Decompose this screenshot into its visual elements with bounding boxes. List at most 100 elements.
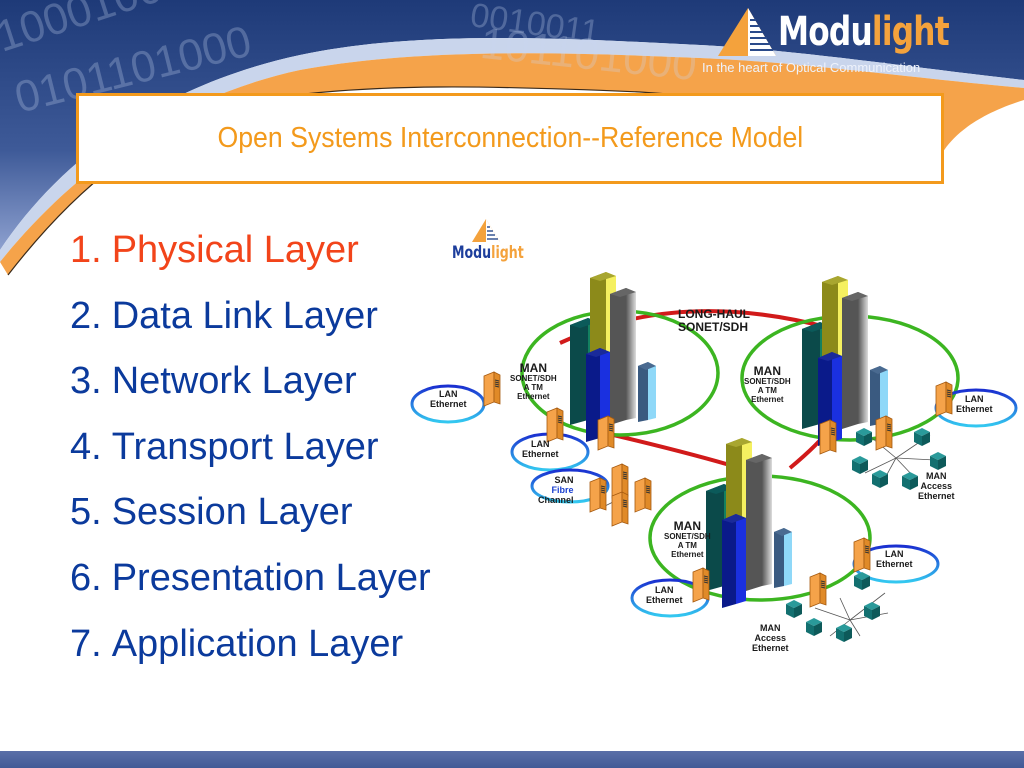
pyramid-logo-icon [472, 219, 500, 242]
server-icon [546, 407, 564, 443]
label-line: SONET/SDH [744, 377, 791, 387]
label-line: Ethernet [517, 391, 550, 401]
server-icon [935, 381, 953, 417]
label-line: MAN [673, 519, 701, 533]
label-line: LAN [531, 439, 550, 449]
label-line: A TM [677, 540, 697, 550]
brand-name-part1: Modu [778, 9, 873, 55]
label-line: LAN [655, 585, 674, 595]
pyramid-logo-icon [718, 8, 776, 56]
access-node-icon [854, 572, 870, 590]
access-node-icon [786, 600, 802, 618]
lan-right-label: LAN Ethernet [956, 394, 993, 415]
label-line: Channel [538, 494, 574, 505]
label-line: Ethernet [646, 594, 683, 605]
label-line: Ethernet [918, 490, 955, 501]
label-line: Ethernet [876, 558, 913, 569]
label-line: Access [754, 632, 787, 643]
man-right-label: MAN SONET/SDH A TM Ethernet [744, 364, 791, 405]
label-line: Ethernet [752, 642, 789, 653]
lan-bottom-right-label: LAN Ethernet [876, 549, 913, 570]
server-icon [483, 371, 501, 407]
network-diagram: LONG-HAUL SONET/SDH MAN SONET/SDH A TM E… [410, 268, 1024, 668]
building-cluster [570, 272, 656, 442]
brand-logo: Modulight [716, 6, 956, 58]
label-line: MAN [753, 364, 781, 378]
layer-label: Application Layer [111, 622, 404, 665]
inline-logo: Modulight [448, 218, 524, 266]
label-line: LONG-HAUL [678, 307, 750, 321]
layer-label: Network Layer [111, 360, 357, 403]
slide-title-box: Open Systems Interconnection--Reference … [76, 93, 944, 184]
brand-name: Modulight [778, 9, 950, 55]
server-icon [634, 477, 652, 513]
layer-label: Transport Layer [111, 425, 379, 468]
label-line: LAN [965, 394, 984, 404]
layer-item: 7.Application Layer [70, 612, 431, 678]
server-icon [589, 477, 607, 513]
layer-label: Physical Layer [111, 229, 359, 271]
layer-number: 7. [70, 622, 102, 665]
label-line: MAN [926, 471, 947, 481]
layer-number: 6. [70, 556, 102, 599]
layer-item: 6.Presentation Layer [70, 546, 431, 612]
server-icon [597, 415, 615, 451]
lan-left-label: LAN Ethernet [430, 389, 467, 410]
label-line: Fibre [551, 484, 574, 495]
access-node-icon [856, 428, 872, 446]
access-bottom-label: MAN Access Ethernet [752, 623, 789, 654]
san-ring [530, 468, 610, 504]
building-cluster [802, 276, 888, 446]
label-line: A TM [757, 385, 777, 395]
inline-logo-part1: Modu [452, 243, 492, 263]
long-haul-link [604, 431, 741, 470]
long-haul-label: LONG-HAUL SONET/SDH [678, 307, 750, 334]
access-node-icon [930, 452, 946, 470]
label-line: MAN [760, 623, 781, 633]
access-node-icon [914, 428, 930, 446]
label-line: Ethernet [956, 403, 993, 414]
label-line: SAN [554, 475, 574, 485]
label-line: SONET/SDH [510, 374, 557, 384]
access-node-icon [836, 624, 852, 642]
man-left-label: MAN SONET/SDH A TM Ethernet [510, 361, 557, 402]
layer-item: 1.Physical Layer [70, 218, 431, 284]
label-line: LAN [885, 549, 904, 559]
osi-layer-list: 1.Physical Layer 2.Data Link Layer 3.Net… [70, 218, 431, 677]
server-icon [611, 491, 629, 527]
slide-title: Open Systems Interconnection--Reference … [217, 122, 803, 154]
layer-label: Presentation Layer [111, 556, 431, 599]
label-line: LAN [439, 389, 458, 399]
man-bottom-label: MAN SONET/SDH A TM Ethernet [664, 519, 711, 560]
label-line: A TM [523, 382, 543, 392]
access-node-icon [902, 472, 918, 490]
layer-number: 1. [70, 229, 102, 271]
label-line: Ethernet [671, 549, 704, 559]
access-node-icon [806, 618, 822, 636]
label-line: MAN [519, 361, 547, 375]
san-label: SAN Fibre Channel [538, 475, 574, 506]
layer-item: 3.Network Layer [70, 349, 431, 415]
server-icon [819, 419, 837, 455]
layer-number: 3. [70, 360, 102, 403]
lan-bottom-left-label: LAN Ethernet [646, 585, 683, 606]
footer-bar [0, 751, 1024, 768]
layer-label: Session Layer [111, 491, 353, 534]
network-diagram-graphic [410, 272, 1018, 642]
brand-tagline: In the heart of Optical Communication [702, 60, 921, 75]
lan-left-lower-label: LAN Ethernet [522, 439, 559, 460]
layer-item: 4.Transport Layer [70, 415, 431, 481]
label-line: Access [920, 480, 953, 491]
label-line: SONET/SDH [664, 532, 711, 542]
access-node-icon [852, 456, 868, 474]
server-icon [875, 415, 893, 451]
brand-name-part2: light [871, 9, 950, 55]
layer-item: 5.Session Layer [70, 480, 431, 546]
server-icon [692, 567, 710, 603]
label-line: Ethernet [522, 448, 559, 459]
layer-item: 2.Data Link Layer [70, 284, 431, 350]
layer-number: 4. [70, 425, 102, 468]
layer-number: 2. [70, 294, 102, 337]
access-right-label: MAN Access Ethernet [918, 471, 955, 502]
label-line: Ethernet [751, 394, 784, 404]
